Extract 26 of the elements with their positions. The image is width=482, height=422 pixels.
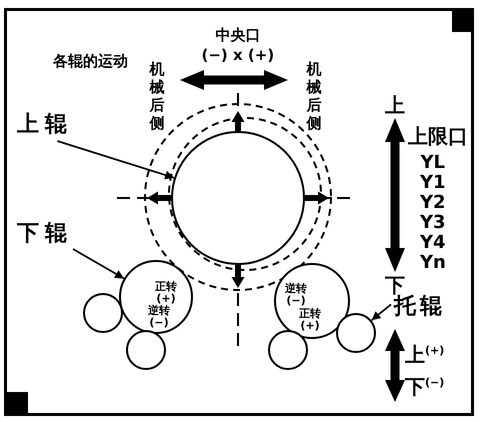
- direction-label: 上$^{(+)}$: [405, 342, 444, 366]
- heading: 中央口: [216, 27, 260, 44]
- part-label: 上辊: [17, 112, 73, 138]
- side-label: 机械后侧: [306, 60, 322, 132]
- part-label: 托辊: [394, 294, 446, 320]
- side-label: 机械后侧: [149, 60, 165, 132]
- leader-line: [57, 140, 174, 180]
- direction-label: 下: [385, 274, 405, 296]
- position-label: Yn: [420, 253, 446, 273]
- position-label: YL: [420, 153, 446, 173]
- direction-label: 上: [385, 94, 405, 116]
- limit-label: 上限口: [408, 125, 468, 147]
- position-label: Y3: [420, 213, 446, 233]
- leader-line: [370, 304, 392, 321]
- position-label: Y4: [420, 233, 446, 253]
- direction-label: 下$^{(−)}$: [405, 374, 444, 398]
- position-label: Y1: [420, 173, 446, 193]
- sign-label: (−) x (+): [202, 47, 274, 64]
- rotation-label: 逆转 (−): [284, 283, 308, 307]
- rotation-label: 正转 (+): [155, 281, 178, 305]
- heading: 各辊的运动: [53, 53, 128, 70]
- leader-line: [72, 248, 124, 280]
- position-label: Y2: [420, 193, 446, 213]
- rotation-label: 逆转 (−): [147, 305, 171, 329]
- part-label: 下辊: [17, 221, 73, 247]
- rotation-label: 正转 (+): [298, 308, 322, 332]
